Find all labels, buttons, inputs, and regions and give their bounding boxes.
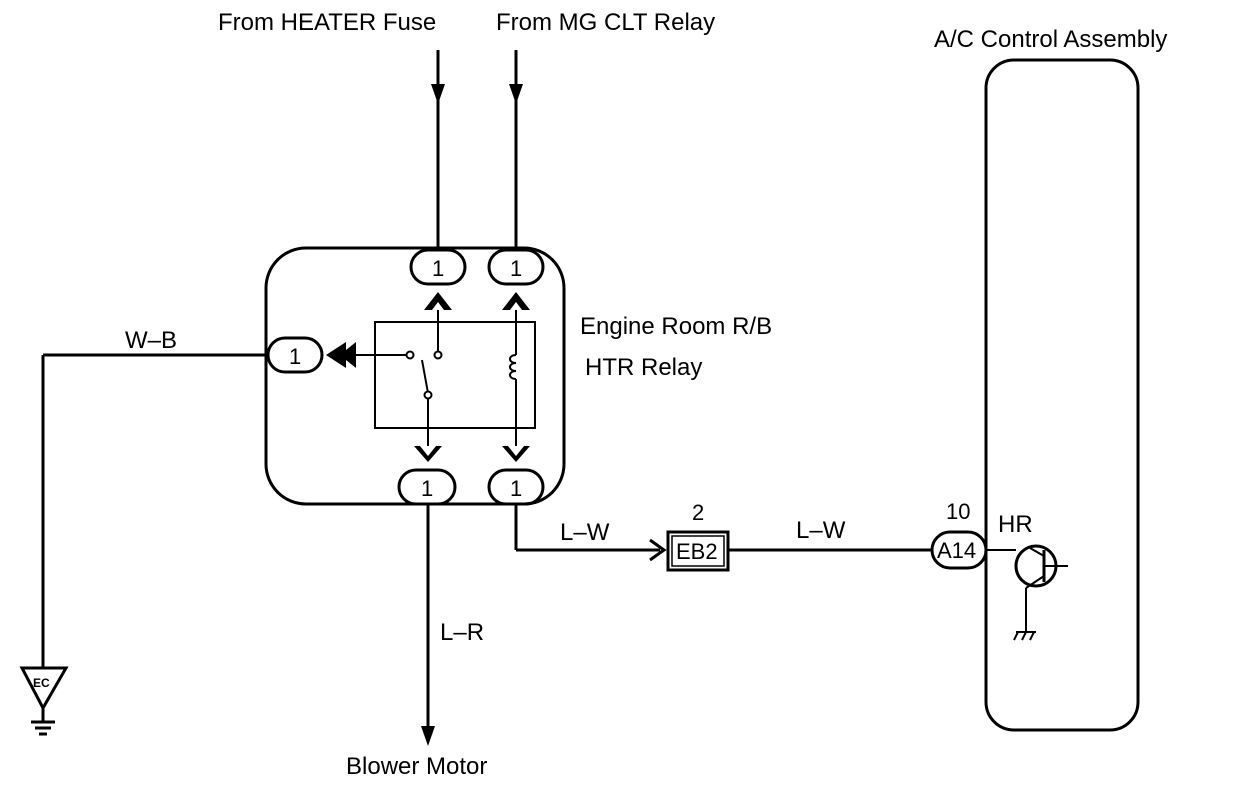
blower-motor-wire-label: L–R xyxy=(440,619,484,646)
blower-motor-arrow-icon xyxy=(421,726,435,746)
chassis-ground-hatch3 xyxy=(1029,631,1035,641)
from-heater-fuse-label: From HEATER Fuse xyxy=(218,9,436,36)
a14-pin-label: 10 xyxy=(946,499,970,524)
ground-point-icon xyxy=(19,666,69,712)
lw-wire-right-label: L–W xyxy=(796,517,846,544)
lw-wire-left-label: L–W xyxy=(560,519,610,546)
from-mg-clt-relay-label: From MG CLT Relay xyxy=(496,9,715,36)
pin-top-left-label: 1 xyxy=(432,256,444,281)
eb2-connector-chevron-icon xyxy=(649,538,667,562)
switch-arm xyxy=(421,359,429,394)
pin-bottom-right-label: 1 xyxy=(510,476,522,501)
engine-room-rb-box xyxy=(264,246,566,506)
blower-motor-label: Blower Motor xyxy=(346,753,487,780)
mg-clt-arrow-icon xyxy=(509,84,523,104)
pin-bottom-left-label: 1 xyxy=(421,476,433,501)
connector-left-icon xyxy=(326,342,356,368)
ground-point-label: EC xyxy=(33,676,50,690)
transistor-collector xyxy=(1029,547,1045,557)
pin-top-right-label: 1 xyxy=(510,256,522,281)
eb2-pin-label: 2 xyxy=(692,500,704,525)
switch-pivot xyxy=(423,390,433,400)
hr-terminal-label: HR xyxy=(998,511,1033,538)
chassis-ground-hatch1 xyxy=(1013,631,1019,641)
eb2-connector-label: EB2 xyxy=(676,539,718,564)
engine-room-rb-label: Engine Room R/B xyxy=(580,313,772,340)
ac-control-assembly-label: A/C Control Assembly xyxy=(934,26,1167,53)
connector-bottom-right-icon xyxy=(502,446,530,462)
ground-wire-label: W–B xyxy=(125,327,177,354)
coil-icon xyxy=(509,354,517,380)
pin-top-left xyxy=(409,248,467,286)
pin-top-right xyxy=(487,248,545,286)
eb2-connector-inner xyxy=(671,535,725,567)
htr-relay-label: HTR Relay xyxy=(585,354,702,381)
ac-control-assembly-box xyxy=(984,58,1140,732)
chassis-ground-hatch2 xyxy=(1021,631,1027,641)
pin-left-label: 1 xyxy=(289,344,301,369)
heater-fuse-arrow-icon xyxy=(431,84,445,104)
switch-contact-left xyxy=(405,350,415,360)
connector-top-right-icon xyxy=(502,292,530,310)
connector-top-left-icon xyxy=(424,292,452,310)
switch-contact-top xyxy=(433,350,443,360)
htr-relay-body xyxy=(374,321,536,429)
transistor-emitter xyxy=(1025,575,1045,589)
a14-connector-label: A14 xyxy=(937,538,976,563)
connector-bottom-left-icon xyxy=(414,446,442,462)
